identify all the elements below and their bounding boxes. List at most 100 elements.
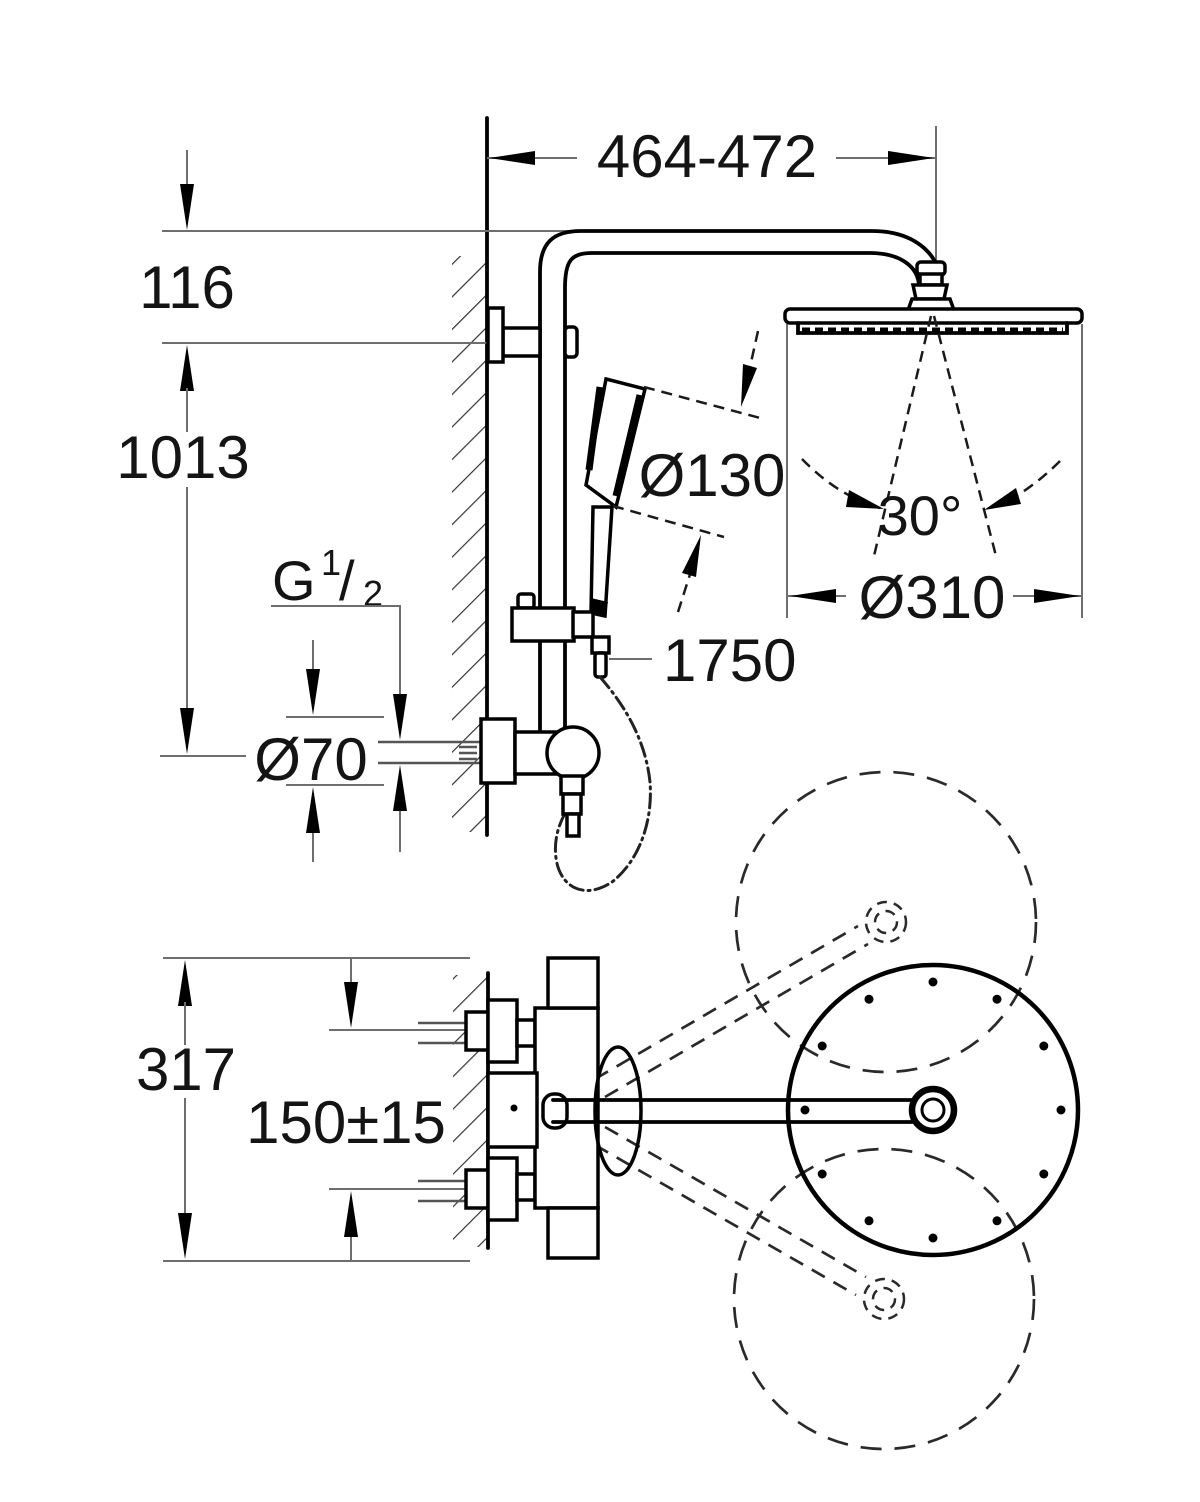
arrowhead-down bbox=[393, 694, 407, 740]
holder-hook bbox=[571, 610, 595, 639]
dim-130-label: Ø130 bbox=[639, 442, 786, 509]
arrowhead-left bbox=[489, 151, 535, 165]
arrowhead-up bbox=[344, 1191, 358, 1237]
spray-angle-group: 30° bbox=[801, 315, 1061, 557]
wall-nut bbox=[464, 1168, 490, 1210]
arrowhead-down bbox=[180, 184, 194, 230]
dim-116-label: 116 bbox=[139, 254, 235, 321]
valve-block bbox=[486, 1156, 519, 1222]
angle-arc-left bbox=[801, 458, 881, 510]
arrowhead-lower bbox=[682, 535, 701, 577]
holder-knob bbox=[516, 592, 536, 610]
bracket-arm bbox=[501, 326, 542, 358]
swivel-hub-upper bbox=[864, 900, 908, 944]
spray-cone-left bbox=[872, 315, 933, 557]
swivel-positions bbox=[594, 770, 1038, 1451]
head-disc bbox=[785, 962, 1081, 1258]
bracket-tee bbox=[563, 325, 579, 359]
arrowhead-up bbox=[178, 960, 192, 1006]
dim-317-label: 317 bbox=[136, 1036, 236, 1103]
arrowhead-up bbox=[306, 787, 320, 833]
dimension-hand-shower-dia: Ø130 bbox=[612, 330, 786, 613]
connector-nut bbox=[910, 283, 950, 301]
pipe-outer bbox=[538, 229, 943, 737]
body-cap-bottom bbox=[546, 1206, 600, 1260]
dim-width-range-label: 464-472 bbox=[597, 123, 817, 190]
side-view: 464-472 116 1013 G 1 / 2 bbox=[116, 116, 1084, 892]
head-shower-plan bbox=[785, 962, 1081, 1258]
arm-hub-inner bbox=[920, 1097, 946, 1123]
dim-1013-label: 1013 bbox=[116, 424, 249, 491]
dim-1750-label: 1750 bbox=[663, 627, 796, 694]
dimension-escutcheon-dia: Ø70 bbox=[254, 640, 384, 862]
dim-150-label: 150±15 bbox=[246, 1089, 446, 1156]
arm-ball-end bbox=[541, 1092, 569, 1130]
pipe-inner bbox=[563, 251, 921, 737]
dimension-riser-height: 1013 bbox=[116, 345, 250, 754]
dimension-width-range: 464-472 bbox=[487, 123, 937, 306]
thermostat-side bbox=[479, 717, 601, 838]
thermostat-plan bbox=[486, 956, 600, 1260]
spray-cone-right bbox=[932, 315, 998, 557]
arrowhead-upper bbox=[741, 364, 757, 407]
valve-step bbox=[515, 1018, 537, 1048]
dim-70-label: Ø70 bbox=[254, 726, 367, 793]
body-cap-top bbox=[546, 956, 600, 1010]
arm-escutcheon bbox=[593, 1045, 643, 1177]
hose-nipple bbox=[593, 651, 608, 679]
arrowhead-down bbox=[306, 669, 320, 715]
wall-nut bbox=[464, 1010, 490, 1052]
swivel-arm-lower-edge1 bbox=[594, 1143, 857, 1297]
dimension-supply-distance: 150±15 bbox=[246, 958, 446, 1261]
arm-hub-outer bbox=[908, 1085, 958, 1135]
arrowhead-down bbox=[180, 708, 194, 754]
angle-arrow-left bbox=[846, 490, 884, 509]
nozzle-dots bbox=[800, 977, 1066, 1243]
valve-block bbox=[486, 998, 519, 1064]
arrowhead-right bbox=[888, 151, 934, 165]
wall-bracket bbox=[486, 306, 579, 364]
arrowhead-up bbox=[393, 765, 407, 811]
center-mark bbox=[510, 1104, 518, 1112]
arrowhead-left bbox=[790, 589, 836, 603]
mixer-outlet bbox=[559, 774, 585, 796]
swivel-circle-upper bbox=[734, 770, 1038, 1074]
head-shower bbox=[783, 307, 1084, 335]
supply-pipe bbox=[378, 740, 487, 765]
swivel-hub-lower bbox=[862, 1277, 906, 1321]
swivel-hub-lower-inner bbox=[871, 1286, 897, 1312]
angle-arrow-right bbox=[984, 488, 1021, 510]
plan-view: 317 150±15 bbox=[136, 770, 1081, 1451]
swivel-arm-upper-edge2 bbox=[594, 924, 859, 1081]
outlet-stub bbox=[565, 812, 581, 838]
supply-connection-lower bbox=[418, 1156, 537, 1222]
wall-section-side bbox=[452, 116, 489, 837]
arrowhead-up bbox=[180, 345, 194, 391]
supply-connection-upper bbox=[418, 998, 537, 1064]
valve-step bbox=[515, 1172, 537, 1202]
thread-numerator: 1 bbox=[321, 542, 341, 583]
arrowhead-right bbox=[1034, 589, 1080, 603]
outlet-nut bbox=[561, 792, 583, 816]
thread-g-label: G bbox=[272, 549, 316, 612]
dimension-hose-length: 1750 bbox=[609, 627, 796, 694]
ext-line-upper bbox=[643, 385, 765, 421]
swivel-hub-upper-inner bbox=[873, 909, 899, 935]
ext-line-lower bbox=[612, 504, 725, 539]
dim-30deg-label: 30° bbox=[878, 484, 963, 547]
dim-310-label: Ø310 bbox=[859, 564, 1006, 631]
slider-holder bbox=[510, 592, 611, 679]
shower-pipe bbox=[538, 229, 943, 737]
swivel-arm-lower-edge2 bbox=[604, 1125, 867, 1279]
head-shading-right bbox=[612, 394, 644, 497]
holder-clamp bbox=[510, 606, 576, 643]
thread-slash: / bbox=[339, 549, 355, 612]
thread-denominator: 2 bbox=[363, 573, 383, 614]
dimension-head-dia: Ø310 bbox=[788, 564, 1081, 631]
swivel-circle-lower bbox=[732, 1147, 1036, 1451]
arrowhead-down bbox=[344, 982, 358, 1028]
dimension-top-offset: 116 bbox=[139, 150, 235, 321]
bracket-flange bbox=[486, 306, 505, 364]
